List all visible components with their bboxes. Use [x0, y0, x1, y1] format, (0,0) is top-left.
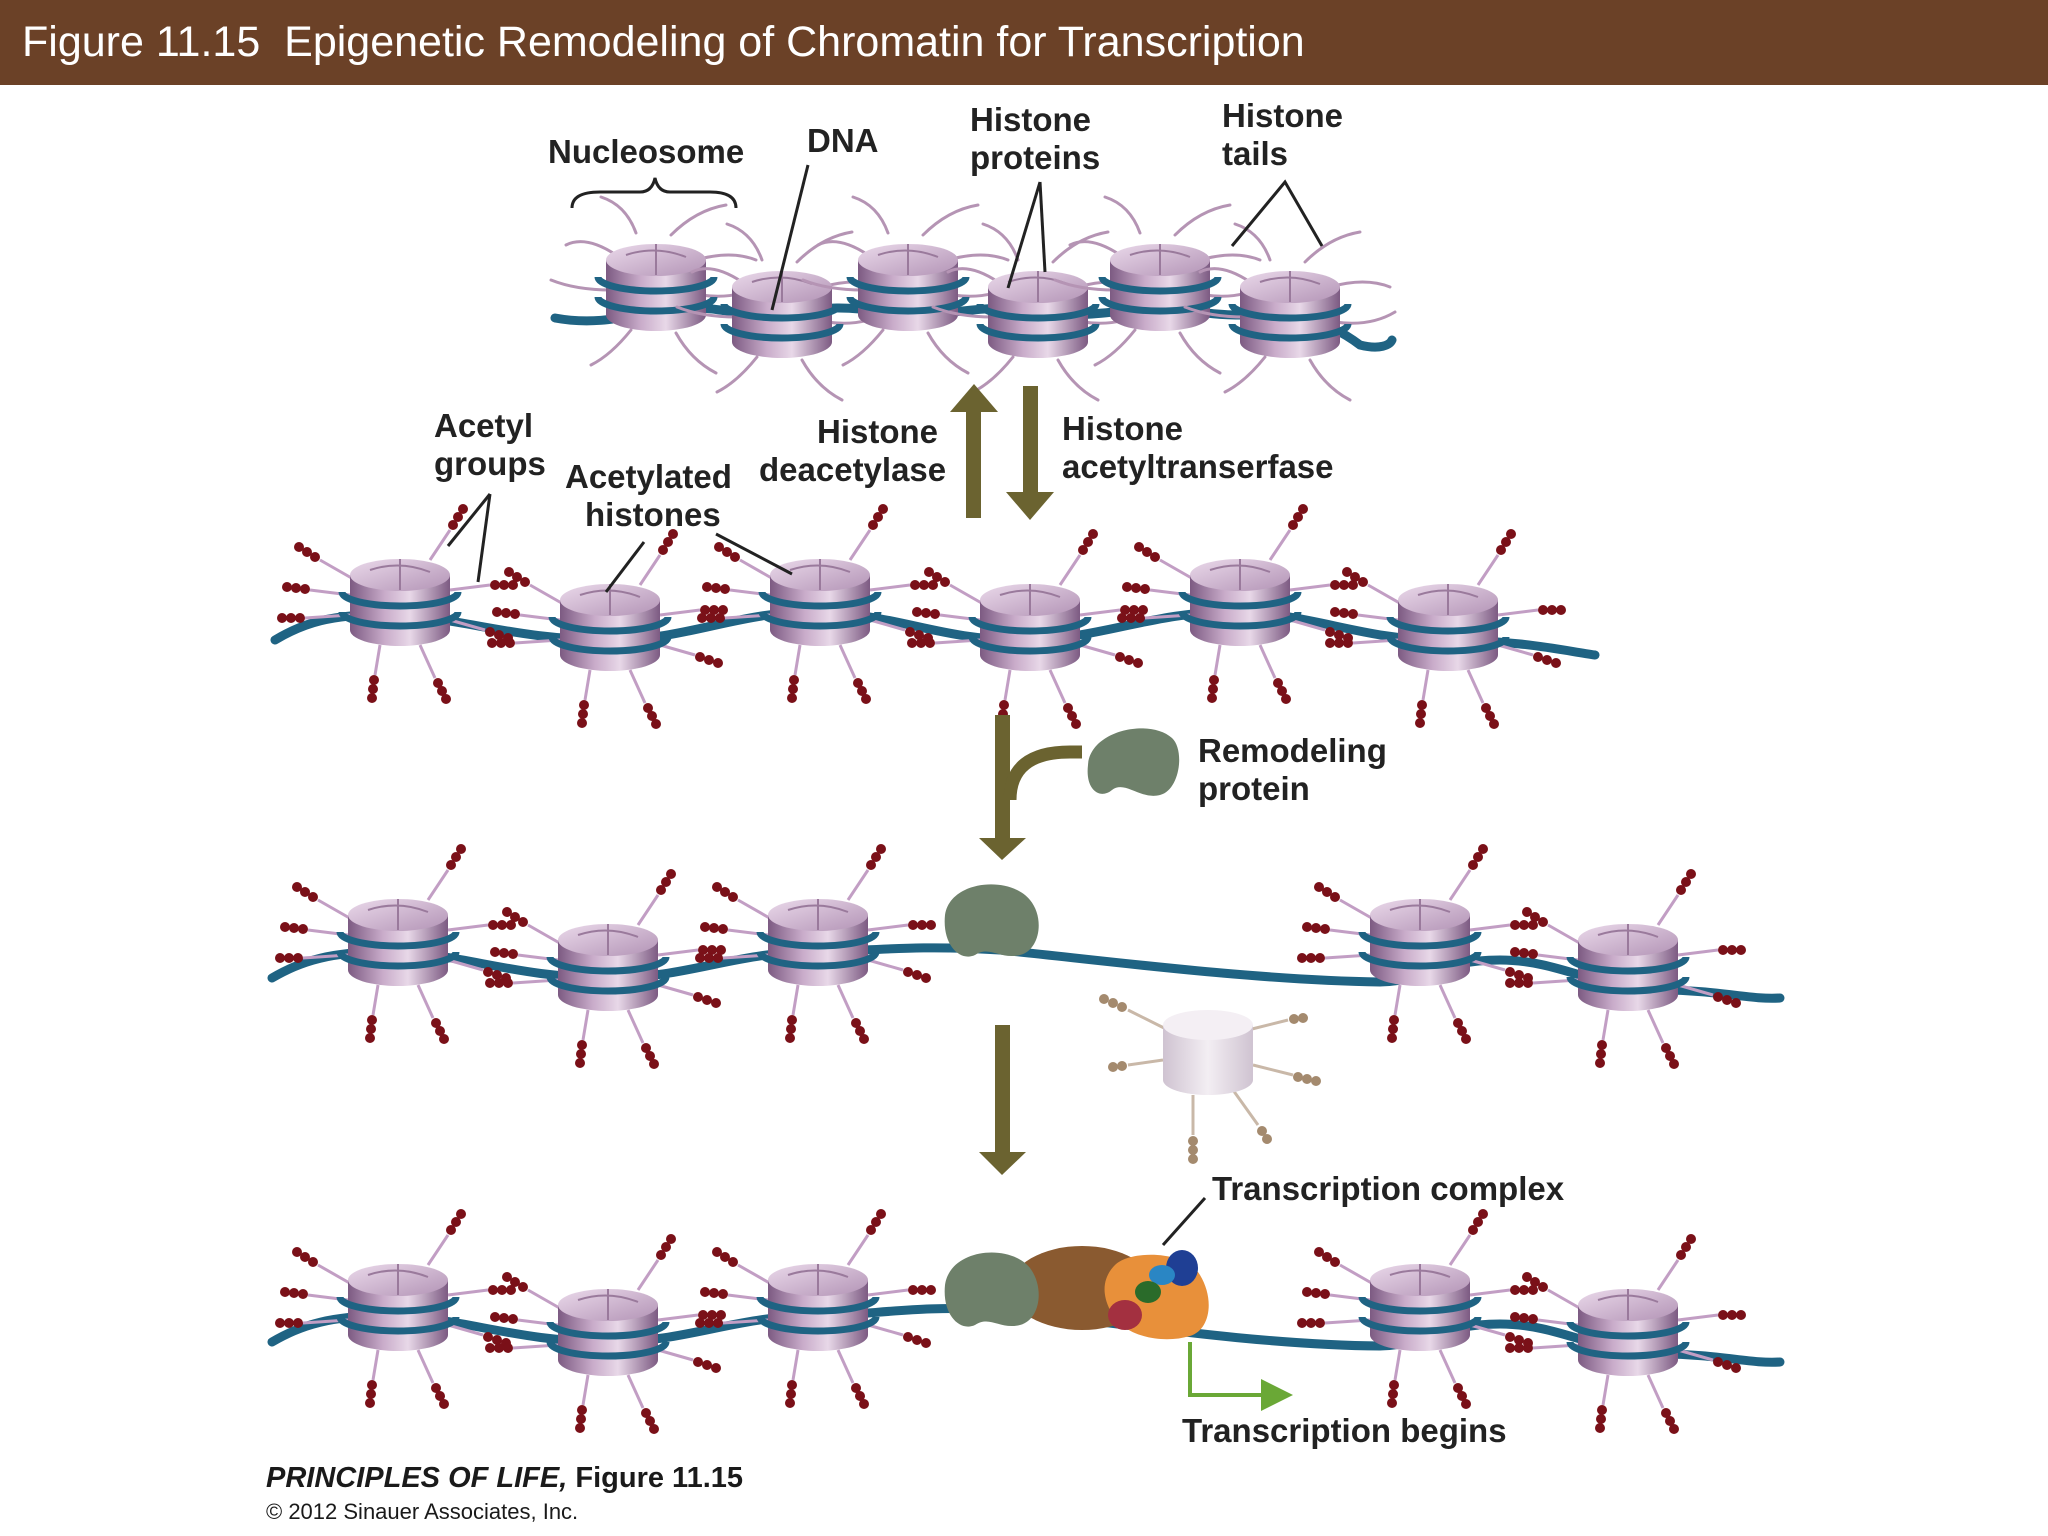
reversible-arrows [950, 384, 1054, 520]
acetylated-nucleosome-3 [697, 504, 938, 704]
acetyl-groups-leader-a [446, 493, 492, 547]
remodeling-protein-shape [1087, 728, 1180, 796]
closed-chromatin-row [551, 197, 1395, 400]
histone-proteins-label-2: proteins [970, 139, 1100, 176]
title-bar: Figure 11.15 Epigenetic Remodeling of Ch… [0, 0, 2048, 85]
nucleosome-brace [570, 177, 738, 209]
figure-number: Figure 11.15 [567, 1462, 744, 1494]
histone-tails-label-2: tails [1222, 135, 1288, 172]
dna-leader [770, 164, 810, 311]
row4-nucleosome-1 [275, 1209, 516, 1409]
nucleosome-label: Nucleosome [548, 133, 744, 170]
transcription-begins-label: Transcription begins [1182, 1412, 1507, 1449]
histone-deacetylase-label-1: Histone [817, 413, 938, 450]
transcription-arrow-down [979, 1025, 1026, 1175]
transcription-complex-label: Transcription complex [1212, 1170, 1565, 1207]
bound-remodeling-protein [944, 884, 1039, 957]
dna-label: DNA [807, 122, 879, 159]
row4-nucleosome-4 [1297, 1209, 1538, 1409]
acetyl-groups-label-2: groups [434, 445, 546, 482]
transcription-complex-leader [1161, 1197, 1207, 1246]
acetylated-histones-leader-a [604, 541, 646, 593]
remodeling-protein-label-1: Remodeling [1198, 732, 1387, 769]
acetylated-histones-label-1: Acetylated [565, 458, 732, 495]
copyright: © 2012 Sinauer Associates, Inc. [266, 1499, 579, 1524]
figure-title: Figure 11.15 Epigenetic Remodeling of Ch… [22, 18, 1305, 66]
histone-acetyltransferase-label-2: acetyltranserfase [1062, 448, 1334, 485]
transcription-complex [944, 1246, 1209, 1340]
remodeling-arrow [979, 715, 1082, 860]
released-histone [1097, 992, 1323, 1166]
histone-proteins-leader-b [1038, 181, 1047, 273]
acetylated-histones-leader-b [715, 532, 793, 576]
book-title: PRINCIPLES OF LIFE, [266, 1462, 568, 1494]
figure-credit: PRINCIPLES OF LIFE, Figure 11.15 © 2012 … [266, 1462, 743, 1525]
acetyl-groups-leader-b [476, 493, 492, 583]
remodeled-nucleosome-3 [695, 844, 936, 1044]
credit-line1: PRINCIPLES OF LIFE, Figure 11.15 [266, 1462, 743, 1495]
histone-deacetylase-label-2: deacetylase [759, 451, 946, 488]
transcription-start-arrow [1188, 1342, 1293, 1411]
remodeled-chromatin-row [267, 844, 1785, 1166]
acetylated-nucleosome-5 [1117, 504, 1358, 704]
histone-tails-label-1: Histone [1222, 97, 1343, 134]
remodeling-protein-label-2: protein [1198, 770, 1310, 807]
acetyl-groups-label-1: Acetyl [434, 407, 533, 444]
histone-acetyltransferase-label-1: Histone [1062, 410, 1183, 447]
remodeled-nucleosome-1 [275, 844, 516, 1044]
histone-proteins-label-1: Histone [970, 101, 1091, 138]
row4-nucleosome-5 [1505, 1234, 1746, 1434]
histone-tails-leader [1230, 179, 1324, 247]
histone-proteins-leader-a [1006, 181, 1042, 289]
acetylated-chromatin-row [270, 504, 1600, 729]
remodeled-nucleosome-4 [1297, 844, 1538, 1044]
acetylated-histones-label-2: histones [585, 496, 721, 533]
acetylated-nucleosome-1 [277, 504, 518, 704]
